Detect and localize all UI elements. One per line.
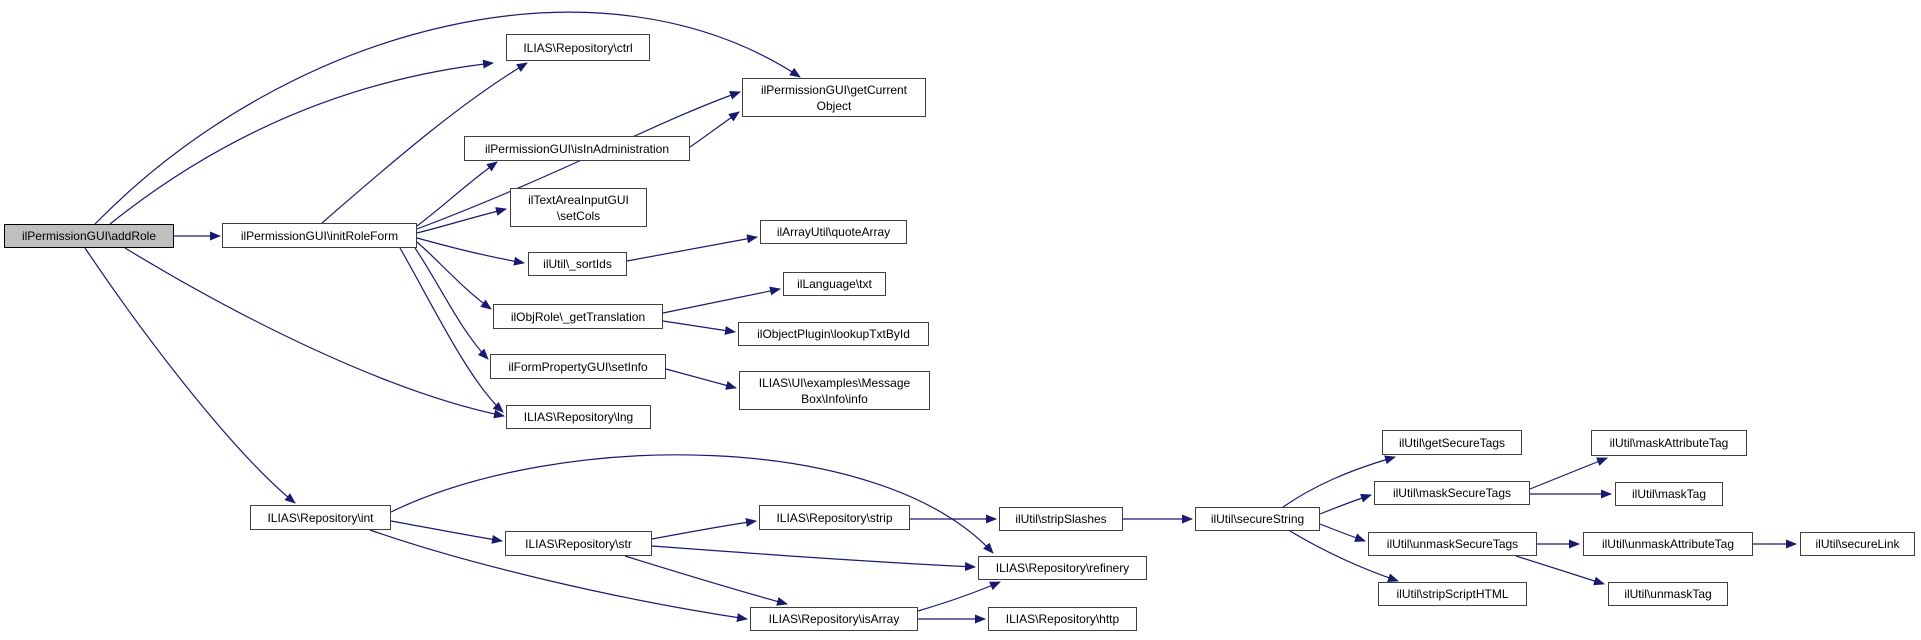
graph-node-getCurrentObject[interactable]: ilPermissionGUI\getCurrent Object (742, 78, 926, 117)
edge-getTranslation-to-txt (662, 286, 781, 314)
edge-addRole-to-lng (124, 247, 505, 419)
graph-node-int[interactable]: ILIAS\Repository\int (250, 505, 391, 530)
graph-node-msgInfo[interactable]: ILIAS\UI\examples\Message Box\Info\info (739, 371, 930, 410)
graph-node-getSecureTags[interactable]: ilUtil\getSecureTags (1382, 430, 1522, 455)
edge-int-to-isArray (369, 529, 748, 622)
edge-secureString-to-getSecureTags (1282, 455, 1396, 508)
graph-node-unmaskSecureTags[interactable]: ilUtil\unmaskSecureTags (1368, 532, 1537, 556)
graph-node-maskTag[interactable]: ilUtil\maskTag (1615, 482, 1723, 506)
graph-node-txt[interactable]: ilLanguage\txt (783, 272, 886, 296)
graph-node-getTranslation[interactable]: ilObjRole\_getTranslation (493, 304, 663, 329)
edge-str-to-isArray (624, 555, 788, 606)
graph-node-isInAdministration[interactable]: ilPermissionGUI\isInAdministration (464, 136, 690, 161)
edge-initRoleForm-to-setInfo (414, 247, 489, 360)
edge-secureString-to-unmaskSecureTags (1319, 523, 1366, 542)
edge-isInAdministration-to-getCurrentObject (689, 111, 740, 148)
edge-addRole-to-int (84, 247, 296, 504)
graph-node-lookupTxtById[interactable]: ilObjectPlugin\lookupTxtById (738, 322, 929, 346)
graph-node-stripSlashes[interactable]: ilUtil\stripSlashes (999, 507, 1123, 531)
edge-isArray-to-refinery (917, 581, 1001, 612)
edge-int-to-str (390, 520, 503, 544)
graph-node-addRole: ilPermissionGUI\addRole (4, 224, 174, 248)
graph-node-unmaskTag[interactable]: ilUtil\unmaskTag (1608, 582, 1728, 606)
graph-node-maskSecureTags[interactable]: ilUtil\maskSecureTags (1374, 481, 1530, 505)
graph-node-secureLink[interactable]: ilUtil\secureLink (1800, 532, 1915, 556)
graph-node-lng[interactable]: ILIAS\Repository\lng (506, 405, 651, 429)
edge-secureString-to-stripScriptHTML (1289, 530, 1399, 583)
graph-node-quoteArray[interactable]: ilArrayUtil\quoteArray (760, 220, 907, 244)
edge-secureString-to-maskSecureTags (1319, 493, 1372, 515)
edge-unmaskSecureTags-to-unmaskTag (1515, 555, 1605, 586)
edge-str-to-strip (651, 517, 757, 540)
edge-maskSecureTags-to-maskAttributeTag (1529, 457, 1608, 490)
edge-initRoleForm-to-lng (399, 247, 504, 413)
edge-sortIds-to-quoteArray (626, 234, 758, 262)
graph-node-sortIds[interactable]: ilUtil\_sortIds (528, 252, 627, 276)
edge-str-to-refinery (651, 545, 976, 572)
graph-node-setCols[interactable]: ilTextAreaInputGUI \setCols (510, 188, 647, 227)
graph-node-strip[interactable]: ILIAS\Repository\strip (759, 505, 910, 530)
graph-node-maskAttributeTag[interactable]: ilUtil\maskAttributeTag (1591, 430, 1747, 456)
edge-initRoleForm-to-setCols (416, 207, 507, 234)
graph-node-initRoleForm[interactable]: ilPermissionGUI\initRoleForm (222, 223, 417, 248)
edge-initRoleForm-to-getTranslation (416, 241, 492, 310)
graph-node-refinery[interactable]: ILIAS\Repository\refinery (978, 556, 1147, 580)
edge-int-to-refinery (390, 454, 994, 554)
edge-getTranslation-to-lookupTxtById (662, 320, 736, 335)
graph-node-ctrl[interactable]: ILIAS\Repository\ctrl (506, 34, 650, 61)
graph-node-secureString[interactable]: ilUtil\secureString (1195, 507, 1320, 531)
graph-node-str[interactable]: ILIAS\Repository\str (505, 531, 652, 556)
edge-addRole-to-ctrl (109, 59, 494, 225)
edge-setInfo-to-msgInfo (665, 368, 737, 390)
edge-initRoleForm-to-sortIds (416, 237, 525, 266)
graph-node-isArray[interactable]: ILIAS\Repository\isArray (750, 607, 918, 631)
edge-initRoleForm-to-ctrl (321, 62, 528, 224)
graph-node-http[interactable]: ILIAS\Repository\http (988, 607, 1137, 631)
edge-initRoleForm-to-isInAdministration (416, 161, 498, 227)
graph-node-stripScriptHTML[interactable]: ilUtil\stripScriptHTML (1378, 582, 1527, 606)
graph-node-unmaskAttributeTag[interactable]: ilUtil\unmaskAttributeTag (1583, 532, 1753, 556)
edge-addRole-to-getCurrentObject (94, 11, 801, 225)
graph-node-setInfo[interactable]: ilFormPropertyGUI\setInfo (490, 354, 666, 379)
